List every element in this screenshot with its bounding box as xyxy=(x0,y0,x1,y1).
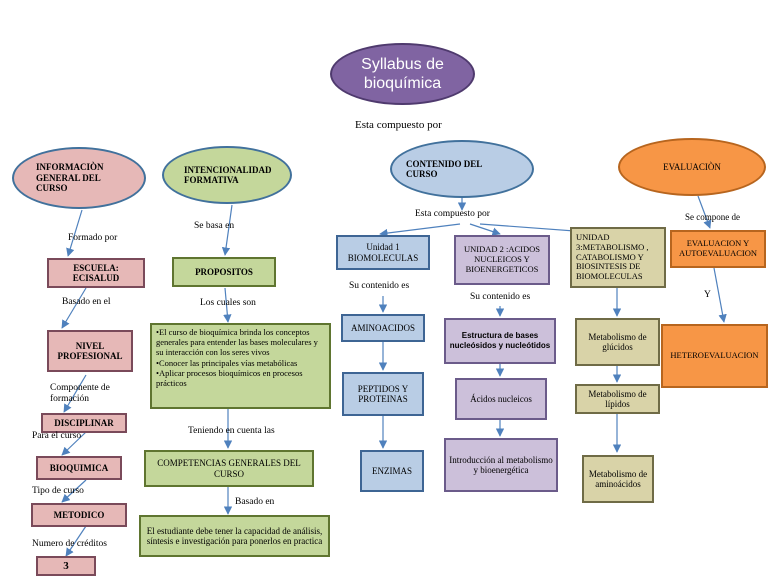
node-enzimas: ENZIMAS xyxy=(360,450,424,492)
node-disciplinar: DISCIPLINAR xyxy=(41,413,127,433)
label-basado-en: Basado en xyxy=(235,497,275,507)
node-met-glucidos: Metabolismo de glúcidos xyxy=(575,318,660,366)
node-escuela: ESCUELA: ECISALUD xyxy=(47,258,145,288)
label-y: Y xyxy=(704,290,711,300)
label-los-cuales-son: Los cuales son xyxy=(200,298,256,308)
arrow-contenido-unidad2 xyxy=(469,223,501,236)
label-se-basa-en: Se basa en xyxy=(194,221,235,231)
label-para-el-curso: Para el curso xyxy=(32,431,82,441)
node-met-lipidos: Metabolismo de lípidos xyxy=(575,384,660,414)
node-aminoacidos: AMINOACIDOS xyxy=(341,314,425,342)
node-introduccion: Introducción al metabolismo y bioenergét… xyxy=(444,438,558,492)
label-teniendo-en-cuenta: Teniendo en cuenta las xyxy=(188,426,275,436)
node-competencias: COMPETENCIAS GENERALES DEL CURSO xyxy=(144,450,314,487)
diagram-title-text: Syllabus de bioquímica xyxy=(361,55,444,92)
label-se-compone-de: Se compone de xyxy=(685,212,740,222)
label-su-contenido-1: Su contenido es xyxy=(349,281,410,291)
node-contenido: CONTENIDO DEL CURSO xyxy=(390,140,534,198)
node-autoevaluacion: EVALUACION Y AUTOEVALUACION xyxy=(670,230,766,268)
label-numero-creditos: Numero de créditos xyxy=(32,539,107,549)
node-estudiante: El estudiante debe tener la capacidad de… xyxy=(139,515,330,557)
node-met-aminoacidos: Metabolismo de aminoácidos xyxy=(582,455,654,503)
node-nivel: NIVEL PROFESIONAL xyxy=(47,330,133,372)
arrow-escuela-nivel xyxy=(61,287,87,329)
node-unidad1: Unidad 1 BIOMOLECULAS xyxy=(336,235,430,270)
node-creditos: 3 xyxy=(36,556,96,576)
diagram-title: Syllabus de bioquímica xyxy=(330,43,475,105)
label-su-contenido-2: Su contenido es xyxy=(470,292,531,302)
node-intencionalidad: INTENCIONALIDAD FORMATIVA xyxy=(162,146,292,204)
node-estructura: Estructura de bases nucleósidos y nucleó… xyxy=(444,318,556,364)
node-info-general: INFORMACIÒN GENERAL DEL CURSO xyxy=(12,147,146,209)
label-esta-compuesto-main: Esta compuesto por xyxy=(355,119,442,131)
label-componente: Componente de formación xyxy=(50,383,110,405)
label-basado-en-el: Basado en el xyxy=(62,297,111,307)
label-esta-compuesto-contenido: Esta compuesto por xyxy=(415,209,490,219)
node-metodico: METODICO xyxy=(31,503,127,527)
label-formado-por: Formado por xyxy=(68,233,118,243)
label-tipo-de-curso: Tipo de curso xyxy=(32,486,84,496)
node-evaluacion: EVALUACIÒN xyxy=(618,138,766,196)
node-bioquimica: BIOQUIMICA xyxy=(36,456,122,480)
node-heteroevaluacion: HETEROEVALUACION xyxy=(661,324,768,388)
node-peptidos: PEPTIDOS Y PROTEINAS xyxy=(342,372,424,416)
node-propositos-detalle: •El curso de bioquímica brinda los conce… xyxy=(150,323,331,409)
arrow-contenido-unidad1 xyxy=(379,223,461,238)
node-acidos-nucleicos: Ácidos nucleicos xyxy=(455,378,547,420)
node-propositos: PROPOSITOS xyxy=(172,257,276,287)
arrow-auto-hetero xyxy=(713,267,727,323)
node-unidad3: UNIDAD 3:METABOLISMO , CATABOLISMO Y BIO… xyxy=(570,227,666,288)
node-unidad2: UNIDAD 2 :ACIDOS NUCLEICOS Y BIOENERGETI… xyxy=(454,235,550,285)
